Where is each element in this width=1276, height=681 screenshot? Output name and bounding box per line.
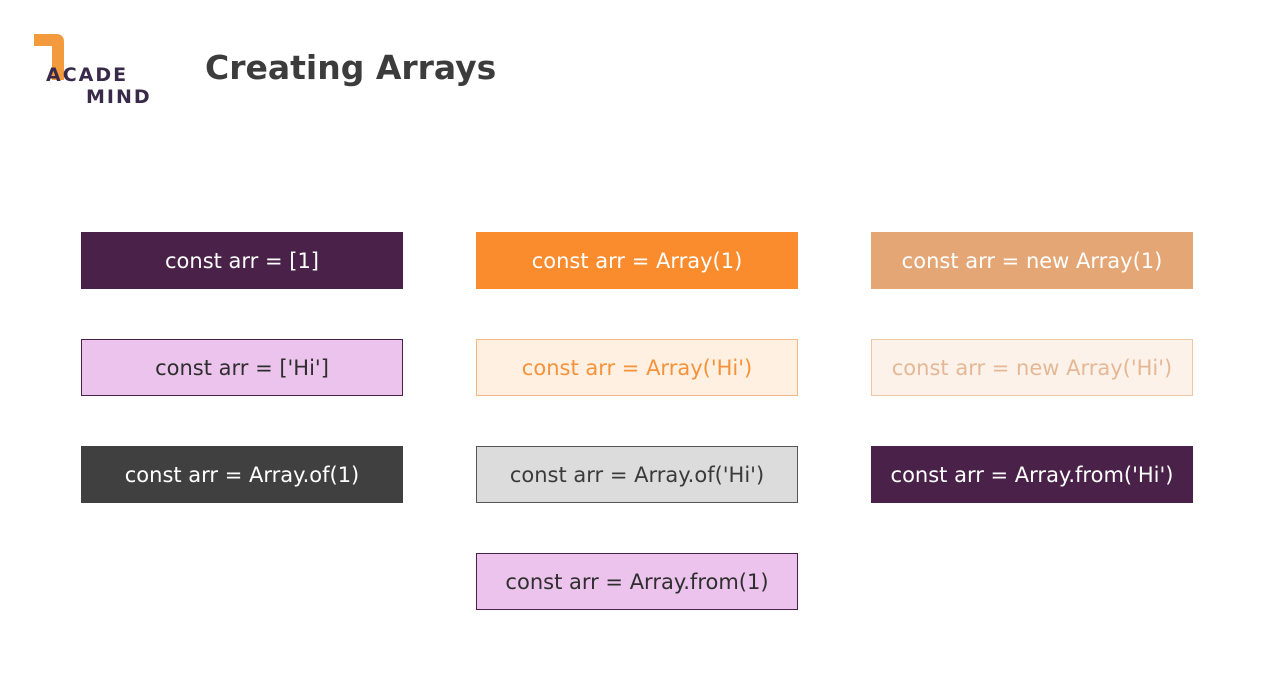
logo-text-mind: MIND: [86, 86, 152, 108]
card-array-of-hi: const arr = Array.of('Hi'): [476, 446, 798, 503]
card-new-array-1: const arr = new Array(1): [871, 232, 1193, 289]
card-array-from-hi: const arr = Array.from('Hi'): [871, 446, 1193, 503]
card-new-array-hi: const arr = new Array('Hi'): [871, 339, 1193, 396]
academind-logo: ACADE MIND: [28, 32, 158, 108]
card-literal-hi: const arr = ['Hi']: [81, 339, 403, 396]
card-literal-1: const arr = [1]: [81, 232, 403, 289]
card-array-hi: const arr = Array('Hi'): [476, 339, 798, 396]
logo-text-acade: ACADE: [46, 64, 129, 86]
logo-mark-icon: [34, 34, 64, 80]
card-array-from-1: const arr = Array.from(1): [476, 553, 798, 610]
page-title: Creating Arrays: [205, 48, 497, 87]
card-array-of-1: const arr = Array.of(1): [81, 446, 403, 503]
card-array-1: const arr = Array(1): [476, 232, 798, 289]
